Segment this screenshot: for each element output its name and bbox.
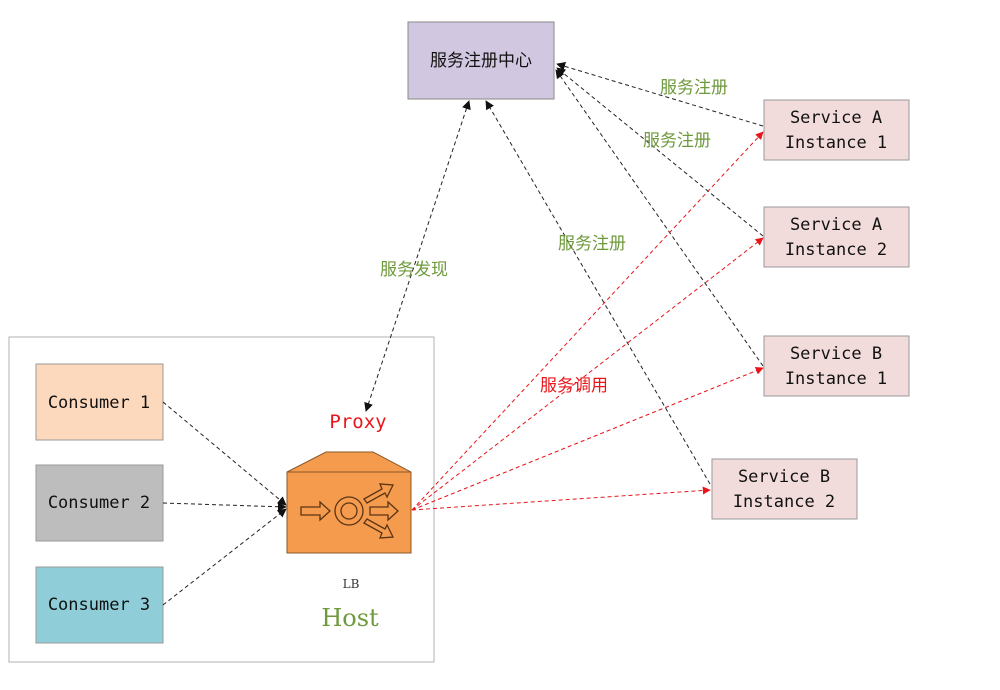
consumer-1-label: Consumer 1 — [48, 393, 150, 413]
registry-box[interactable] — [407, 21, 555, 100]
discovery-label: 服务发现 — [380, 260, 448, 280]
load-balancer-icon — [300, 483, 399, 539]
consumer-1[interactable]: Consumer 1 — [35, 363, 164, 441]
invoke-service-a-2-arrow — [411, 237, 764, 511]
host-label: Host — [321, 604, 379, 632]
service-a-2-line1: Service A — [790, 215, 882, 235]
service-b-instance-2[interactable]: Service B Instance 2 — [711, 458, 858, 520]
consumer-3-label: Consumer 3 — [48, 595, 150, 615]
service-b-instance-1[interactable]: Service B Instance 1 — [763, 335, 910, 397]
consumer-2-to-proxy-arrow — [162, 502, 287, 512]
lb-label: LB — [343, 577, 360, 591]
register-service-a-2-arrow — [556, 67, 764, 237]
invoke-label: 服务调用 — [540, 376, 608, 396]
proxy-label: Proxy — [329, 411, 386, 433]
consumer-3[interactable]: Consumer 3 — [35, 566, 164, 644]
service-a-instance-1[interactable]: Service A Instance 1 — [763, 99, 910, 161]
service-b-2-line2: Instance 2 — [733, 492, 835, 512]
service-a-2-line2: Instance 2 — [785, 240, 887, 260]
consumer-2-label: Consumer 2 — [48, 493, 150, 513]
service-a-instance-2[interactable]: Service A Instance 2 — [763, 206, 910, 268]
register-label-1: 服务注册 — [660, 78, 728, 98]
service-b-1-line1: Service B — [790, 344, 882, 364]
service-b-2-line1: Service B — [738, 467, 830, 487]
register-label-3: 服务注册 — [558, 234, 626, 254]
service-a-1-line1: Service A — [790, 108, 882, 128]
consumer-3-to-proxy-arrow — [162, 508, 287, 606]
register-service-a-1-arrow — [556, 62, 764, 127]
registry-label: 服务注册中心 — [430, 51, 532, 71]
invoke-service-a-1-arrow — [411, 131, 764, 511]
invoke-service-b-1-arrow — [411, 366, 764, 511]
register-service-b-1-arrow — [555, 69, 764, 367]
service-discovery-arrow — [364, 100, 471, 412]
service-a-1-line2: Instance 1 — [785, 133, 887, 153]
register-service-b-2-arrow — [485, 100, 711, 485]
register-label-2: 服务注册 — [643, 131, 711, 151]
host-container — [8, 336, 435, 663]
consumer-2[interactable]: Consumer 2 — [35, 464, 164, 542]
invoke-service-b-2-arrow — [411, 486, 711, 511]
consumer-1-to-proxy-arrow — [162, 401, 287, 506]
service-b-1-line2: Instance 1 — [785, 369, 887, 389]
